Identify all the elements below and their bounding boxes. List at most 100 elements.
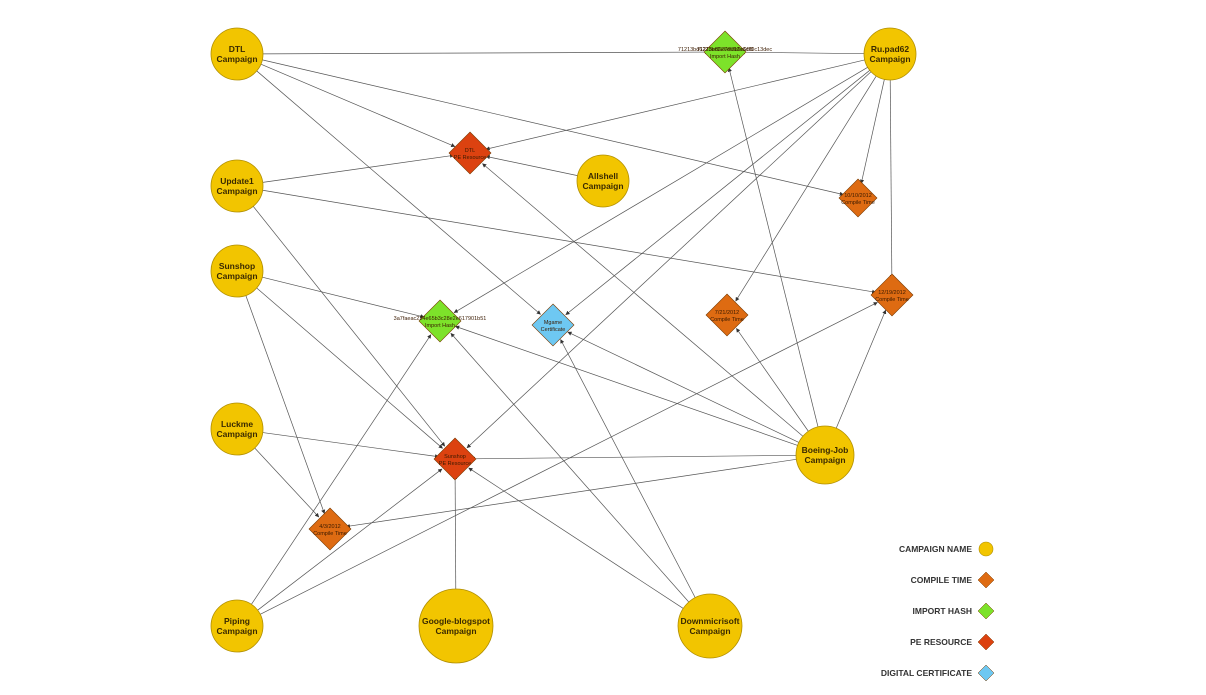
diamond-label: 12/19/2012 (878, 290, 906, 296)
campaign-label: Campaign (582, 181, 623, 191)
legend-item-digital-certificate: DIGITAL CERTIFICATE (881, 664, 995, 682)
diamond-label: Compile Time (875, 297, 909, 303)
legend-item-pe-resource: PE RESOURCE (910, 633, 995, 651)
edge-rupad62-to-ct_721 (735, 75, 877, 302)
diamond-label: 7/21/2012 (715, 310, 739, 316)
edge-piping-to-pe_sunshop (257, 468, 443, 611)
edge-dtl-to-pe_dtl (260, 63, 456, 148)
edge-rupad62-to-cert (565, 70, 870, 316)
edge-dtl-to-ct_1010 (262, 59, 844, 196)
legend-label: COMPILE TIME (911, 575, 973, 585)
diamond-label: Import Hash (425, 323, 455, 329)
edge-dtl-to-cert (256, 70, 541, 315)
edge-boeing-to-cert (567, 331, 799, 443)
edge-sunshop-to-hash_mid (262, 276, 425, 319)
campaign-label: Campaign (216, 54, 257, 64)
node-hash_mid[interactable]: Import Hash3a7faeac224e65b3c28e2e617901b… (394, 299, 487, 343)
import-hash-diamond (418, 299, 462, 343)
edge-luckme-to-ct_43 (254, 447, 320, 518)
diamond-label: Certificate (541, 327, 566, 333)
campaign-label: Luckme (221, 419, 253, 429)
legend-diamond-icon (977, 602, 995, 620)
campaign-circle (210, 244, 264, 298)
campaign-circle (210, 27, 264, 81)
campaign-label: Downmicrisoft (680, 616, 739, 626)
campaign-circle (210, 402, 264, 456)
edge-rupad62-to-hash_mid (453, 66, 868, 313)
campaign-label: Campaign (435, 626, 476, 636)
campaign-label: Google-blogspot (422, 616, 490, 626)
edge-boeing-to-ct_43 (345, 458, 797, 529)
legend-circle-icon (978, 541, 994, 557)
campaign-label: Allshell (588, 171, 618, 181)
edge-sunshop-to-ct_43 (245, 295, 326, 514)
legend-item-campaign-name: CAMPAIGN NAME (899, 541, 994, 557)
legend-label: DIGITAL CERTIFICATE (881, 668, 972, 678)
edge-rupad62-to-ct_1010 (859, 79, 885, 184)
diamond-label: Mgame (544, 320, 562, 326)
compile-time-diamond (838, 178, 878, 218)
edge-downmicrisoft-to-hash_mid (450, 332, 690, 603)
edge-allshell-to-pe_dtl (485, 155, 578, 176)
campaign-label: Ru.pad62 (871, 44, 910, 54)
diamond-label: 10/10/2012 (844, 193, 872, 199)
edge-google-to-pe_sunshop (453, 474, 458, 590)
edge-boeing-to-hash_mid (455, 325, 798, 446)
diamond-label: Compile Time (313, 531, 347, 537)
campaign-label: Sunshop (219, 261, 255, 271)
edge-piping-to-hash_mid (251, 334, 432, 605)
edge-rupad62-to-ct_1219 (889, 79, 894, 280)
digital-certificate-diamond (531, 303, 575, 347)
campaign-circle (210, 599, 264, 653)
campaign-label: Campaign (869, 54, 910, 64)
pe-resource-diamond (433, 437, 477, 481)
diamond-label: PE Resource (454, 155, 486, 161)
edge-dtl-to-hash_top (262, 49, 710, 55)
campaign-circle (576, 154, 630, 208)
edge-boeing-to-pe_sunshop (470, 454, 797, 461)
compile-time-diamond (870, 273, 914, 317)
edge-downmicrisoft-to-pe_sunshop (468, 467, 684, 609)
edge-downmicrisoft-to-cert (560, 339, 696, 598)
diamond-label: 71213bd6278e62e6ef3 (697, 47, 754, 53)
edge-boeing-to-hash_top (727, 67, 819, 427)
compile-time-diamond (308, 507, 352, 551)
campaign-label: Piping (224, 616, 250, 626)
diamond-label: Compile Time (841, 200, 875, 206)
edge-boeing-to-pe_dtl (482, 163, 804, 437)
legend-diamond-icon (977, 633, 995, 651)
diamond-label: Import Hash (710, 54, 740, 60)
edge-boeing-to-ct_1219 (835, 309, 887, 429)
legend-label: IMPORT HASH (913, 606, 973, 616)
edge-rupad62-to-hash_top (740, 50, 865, 55)
campaign-circle (677, 593, 743, 659)
diamond-label: PE Resource (439, 461, 471, 467)
edge-update1-to-ct_1219 (262, 189, 877, 294)
campaign-label: Campaign (216, 271, 257, 281)
campaign-label: Campaign (216, 429, 257, 439)
legend-item-compile-time: COMPILE TIME (911, 571, 995, 589)
import-hash-diamond (703, 30, 747, 74)
campaign-label: Update1 (220, 176, 254, 186)
pe-resource-diamond (448, 131, 492, 175)
campaign-label: Boeing-Job (802, 445, 849, 455)
